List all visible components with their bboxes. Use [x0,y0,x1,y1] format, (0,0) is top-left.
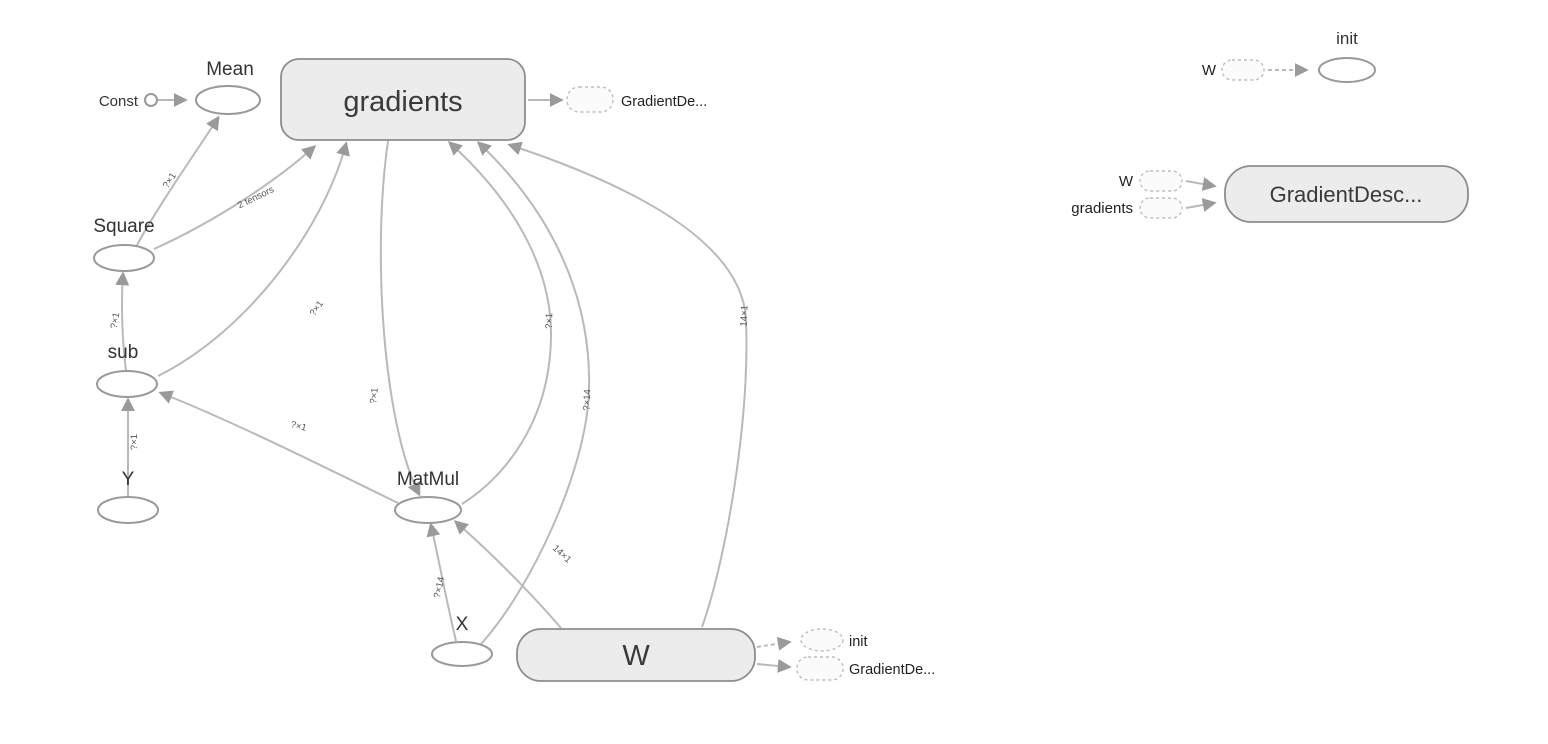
edge-w-gradientdescent-ref [756,658,792,673]
edge-square-mean [136,115,220,246]
edge-label-x-gradients: ?×14 [582,389,594,411]
main-graph-edges [115,93,792,673]
node-x-label: X [456,614,469,635]
edge-label-x-matmul: ?×14 [432,576,447,599]
edge-w-gradients [507,141,748,628]
ref-gradientdescent-bottom: GradientDe... [796,656,935,681]
node-gradients-shape[interactable] [280,58,526,141]
ref-gradientdescent-bottom-label: GradientDe... [849,662,935,678]
aux-init-input-label: W [1202,62,1217,79]
edge-matmul-gradients [447,141,553,505]
aux-node-init: init W [1202,29,1376,83]
aux-gd-input-w-stub[interactable] [1139,170,1183,192]
edge-gradients-matmul [379,140,421,497]
ref-gradientdescent-top: GradientDe... [566,86,707,113]
ref-init-label: init [849,634,868,650]
aux-init-input-stub[interactable] [1221,59,1265,81]
aux-gd-shape[interactable] [1224,165,1469,223]
node-y-shape[interactable] [97,496,159,524]
ref-gradientdescent-top-shape[interactable] [566,86,614,113]
ref-init: init [800,628,868,652]
node-gradients-label: gradients [343,86,462,118]
node-x-shape[interactable] [431,641,493,667]
edge-matmul-sub [158,390,399,504]
node-w: W [516,628,756,682]
edge-w-init-ref [756,636,792,651]
node-square-label: Square [93,216,154,237]
edge-x-matmul [426,522,457,642]
node-sub-shape[interactable] [96,370,158,398]
node-sub: sub [96,342,158,398]
edge-label-matmul-gradients: ?×1 [544,313,556,329]
edge-label-w-gradients: 14×1 [738,305,750,327]
node-gradients: gradients [280,58,526,141]
node-mean: Mean [195,59,261,115]
node-const-shape[interactable] [144,93,158,107]
edge-label-matmul-sub: ?×1 [289,419,307,434]
node-mean-shape[interactable] [195,85,261,115]
aux-gd-input-gradients-label: gradients [1071,200,1133,217]
node-matmul-label: MatMul [397,469,459,490]
edge-label-gradients-matmul: ?×1 [368,387,381,404]
node-square: Square [93,216,155,272]
main-graph-edge-labels: ?×1 2 tensors ?×1 ?×1 ?×1 ?×1 ?×1 ?×1 14… [109,171,751,599]
edge-label-square-mean: ?×1 [161,171,179,191]
ref-init-shape[interactable] [800,628,844,652]
edge-label-sub-gradients: ?×1 [308,299,326,319]
node-y-label: Y [122,469,135,490]
ref-gradientdescent-top-label: GradientDe... [621,94,707,110]
node-x: X [431,614,493,667]
edge-sub-gradients [157,141,350,377]
node-mean-label: Mean [206,59,254,80]
node-const: Const [99,93,158,110]
aux-gd-label: GradientDesc... [1270,182,1423,207]
node-square-shape[interactable] [93,244,155,272]
aux-edge-gradients-gd [1185,198,1217,212]
edge-label-sub-square: ?×1 [109,312,123,330]
node-matmul: MatMul [394,469,462,524]
node-w-label: W [622,640,650,672]
edge-label-w-matmul: 14×1 [550,543,573,566]
edge-label-y-sub: ?×1 [129,434,140,450]
aux-gd-input-gradients-stub[interactable] [1139,197,1183,219]
edge-w-matmul [453,520,562,629]
edge-x-gradients [476,141,591,645]
node-y: Y [97,469,159,524]
aux-node-gradient-descent: W gradients GradientDesc... [1071,165,1469,223]
node-const-label: Const [99,93,139,110]
edge-square-gradients [153,145,317,250]
edge-sub-square [115,271,130,371]
node-w-shape[interactable] [516,628,756,682]
aux-edge-w-gd [1185,177,1217,191]
node-matmul-shape[interactable] [394,496,462,524]
ref-gradientdescent-bottom-shape[interactable] [796,656,844,681]
aux-gd-input-w-label: W [1119,173,1134,190]
aux-init-title: init [1336,29,1358,48]
node-sub-label: sub [108,342,139,363]
edge-label-square-gradients: 2 tensors [236,184,276,211]
aux-init-shape[interactable] [1318,57,1376,83]
